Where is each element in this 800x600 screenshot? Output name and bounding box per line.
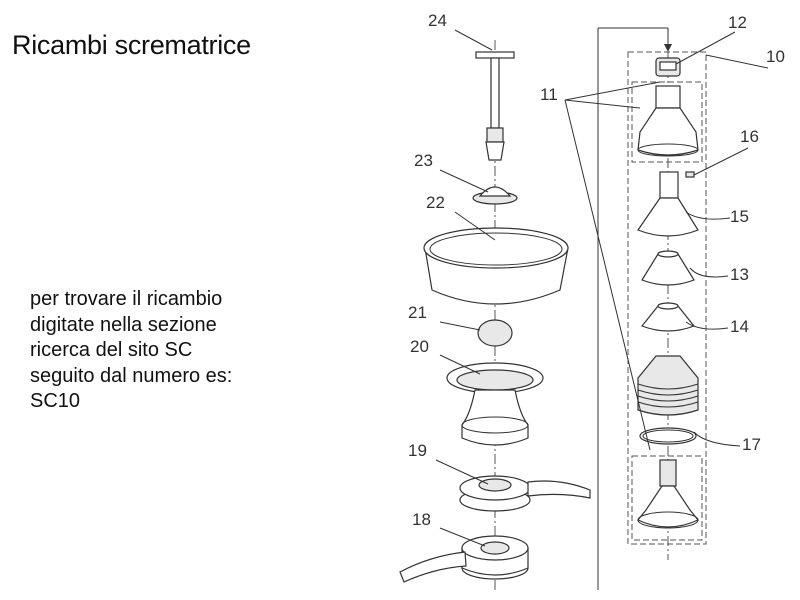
part-12-nut xyxy=(655,57,681,77)
part-18-spout xyxy=(399,535,529,583)
instruction-line: digitate nella sezione xyxy=(30,313,217,336)
part-24-tool xyxy=(475,51,515,161)
part-16-pin xyxy=(685,171,695,178)
label-19: 19 xyxy=(408,441,427,460)
part-11-cover xyxy=(637,85,699,157)
part-21-float xyxy=(477,319,513,347)
part-17-ring xyxy=(639,427,697,445)
label-17: 17 xyxy=(742,435,761,454)
part-22-bowl xyxy=(423,227,569,305)
part-15-funnel xyxy=(637,171,699,237)
drum-base xyxy=(637,459,699,529)
disc-stack xyxy=(637,355,699,416)
label-11: 11 xyxy=(540,85,558,104)
label-13: 13 xyxy=(730,265,749,284)
part-19-spout xyxy=(459,475,591,512)
part-23-nut xyxy=(472,186,518,205)
assembly-11-box-bottom xyxy=(631,455,703,541)
label-10: 10 xyxy=(766,47,785,66)
assembly-11-box-top xyxy=(631,81,703,163)
part-13-disc xyxy=(641,250,695,286)
part-14-disc xyxy=(641,302,695,332)
instruction-line: ricerca del sito SC xyxy=(30,339,193,361)
label-15: 15 xyxy=(730,207,749,226)
label-12: 12 xyxy=(728,13,747,32)
instructions-text: per trovare il ricambio digitate nella s… xyxy=(30,287,232,415)
label-23: 23 xyxy=(414,151,433,170)
label-20: 20 xyxy=(410,337,429,356)
instruction-line: SC10 xyxy=(30,390,81,412)
instruction-line: per trovare il ricambio xyxy=(30,288,223,310)
label-14: 14 xyxy=(730,317,749,336)
instruction-line: seguito dal numero es: xyxy=(30,364,233,387)
part-20-cup xyxy=(446,362,544,446)
label-18: 18 xyxy=(412,510,431,529)
page-title: Ricambi scrematrice xyxy=(12,30,251,60)
label-16: 16 xyxy=(740,127,759,146)
assembly-10-box xyxy=(627,51,707,545)
label-24: 24 xyxy=(428,11,447,30)
label-22: 22 xyxy=(426,193,445,212)
label-21: 21 xyxy=(408,303,427,322)
